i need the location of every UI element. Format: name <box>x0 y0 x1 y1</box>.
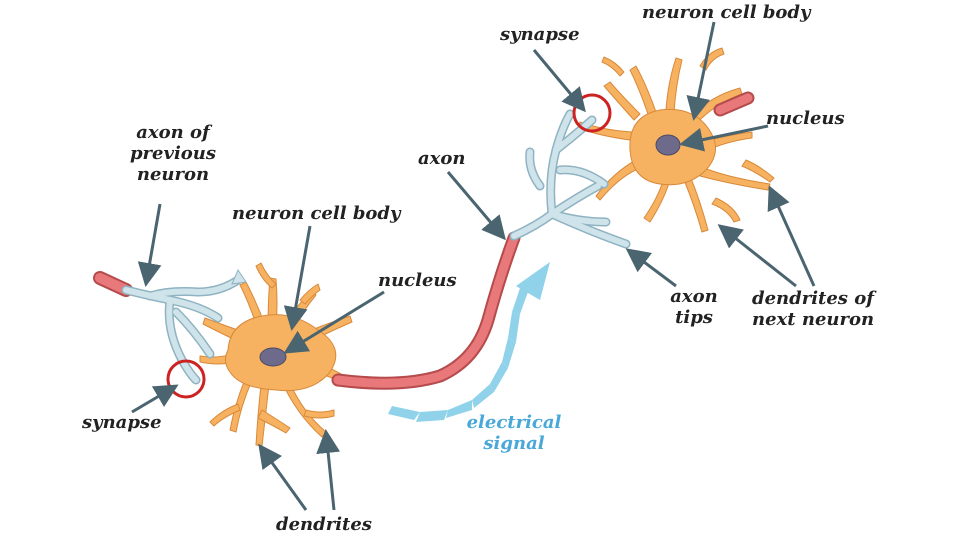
label-dendrites-next-line1: dendrites of <box>752 288 874 309</box>
right-nucleus <box>655 134 681 156</box>
label-nucleus-right: nucleus <box>766 108 845 129</box>
label-dendrites-next-line2: next neuron <box>752 309 875 330</box>
right-synapse-circle <box>572 93 612 133</box>
label-synapse-left: synapse <box>82 412 162 433</box>
label-electrical-signal-line2: signal <box>483 433 545 454</box>
label-axon-previous-line1: axon of <box>136 122 210 143</box>
pointer-nucleus-right <box>679 124 769 152</box>
label-axon: axon <box>418 148 466 169</box>
pointer-synapse-right <box>532 49 586 113</box>
pointer-synapse-left <box>131 384 179 414</box>
pointer-axon-previous <box>137 203 162 287</box>
label-axon-tips-line1: axon <box>670 286 718 307</box>
pointer-axon <box>446 171 506 241</box>
pointer-arrows <box>131 21 816 511</box>
left-nucleus <box>259 347 287 367</box>
axon-terminals <box>509 109 631 249</box>
electrical-signal-arrow <box>388 262 550 422</box>
label-dendrites-next: dendrites of next neuron <box>752 288 874 330</box>
right-neuron <box>577 47 775 233</box>
label-axon-previous-line2: previous <box>129 143 217 164</box>
pointer-cell-body-left <box>283 225 312 331</box>
label-axon-tips: axon tips <box>664 286 724 328</box>
label-electrical-signal-line1: electrical <box>466 412 562 433</box>
pointer-cell-body-right <box>686 21 716 121</box>
label-axon-previous-line3: neuron <box>136 164 210 185</box>
label-nucleus-left: nucleus <box>378 270 457 291</box>
pointer-dendrites-next-b <box>767 185 816 287</box>
label-electrical-signal: electrical signal <box>466 412 562 454</box>
axon <box>331 231 521 390</box>
label-cell-body-left: neuron cell body <box>232 203 401 224</box>
label-axon-previous: axon of previous neuron <box>128 122 218 185</box>
pointer-dendrite-a <box>258 443 308 511</box>
pointer-axon-tips <box>625 248 677 288</box>
label-dendrites: dendrites <box>276 514 372 535</box>
label-axon-tips-line2: tips <box>675 307 713 328</box>
pointer-nucleus-left <box>283 290 385 354</box>
label-cell-body-right: neuron cell body <box>642 2 811 23</box>
left-synapse-circle <box>166 359 206 399</box>
pointer-dendrite-b <box>316 429 341 511</box>
pointer-dendrites-next-a <box>717 224 797 288</box>
label-synapse-right: synapse <box>500 24 580 45</box>
